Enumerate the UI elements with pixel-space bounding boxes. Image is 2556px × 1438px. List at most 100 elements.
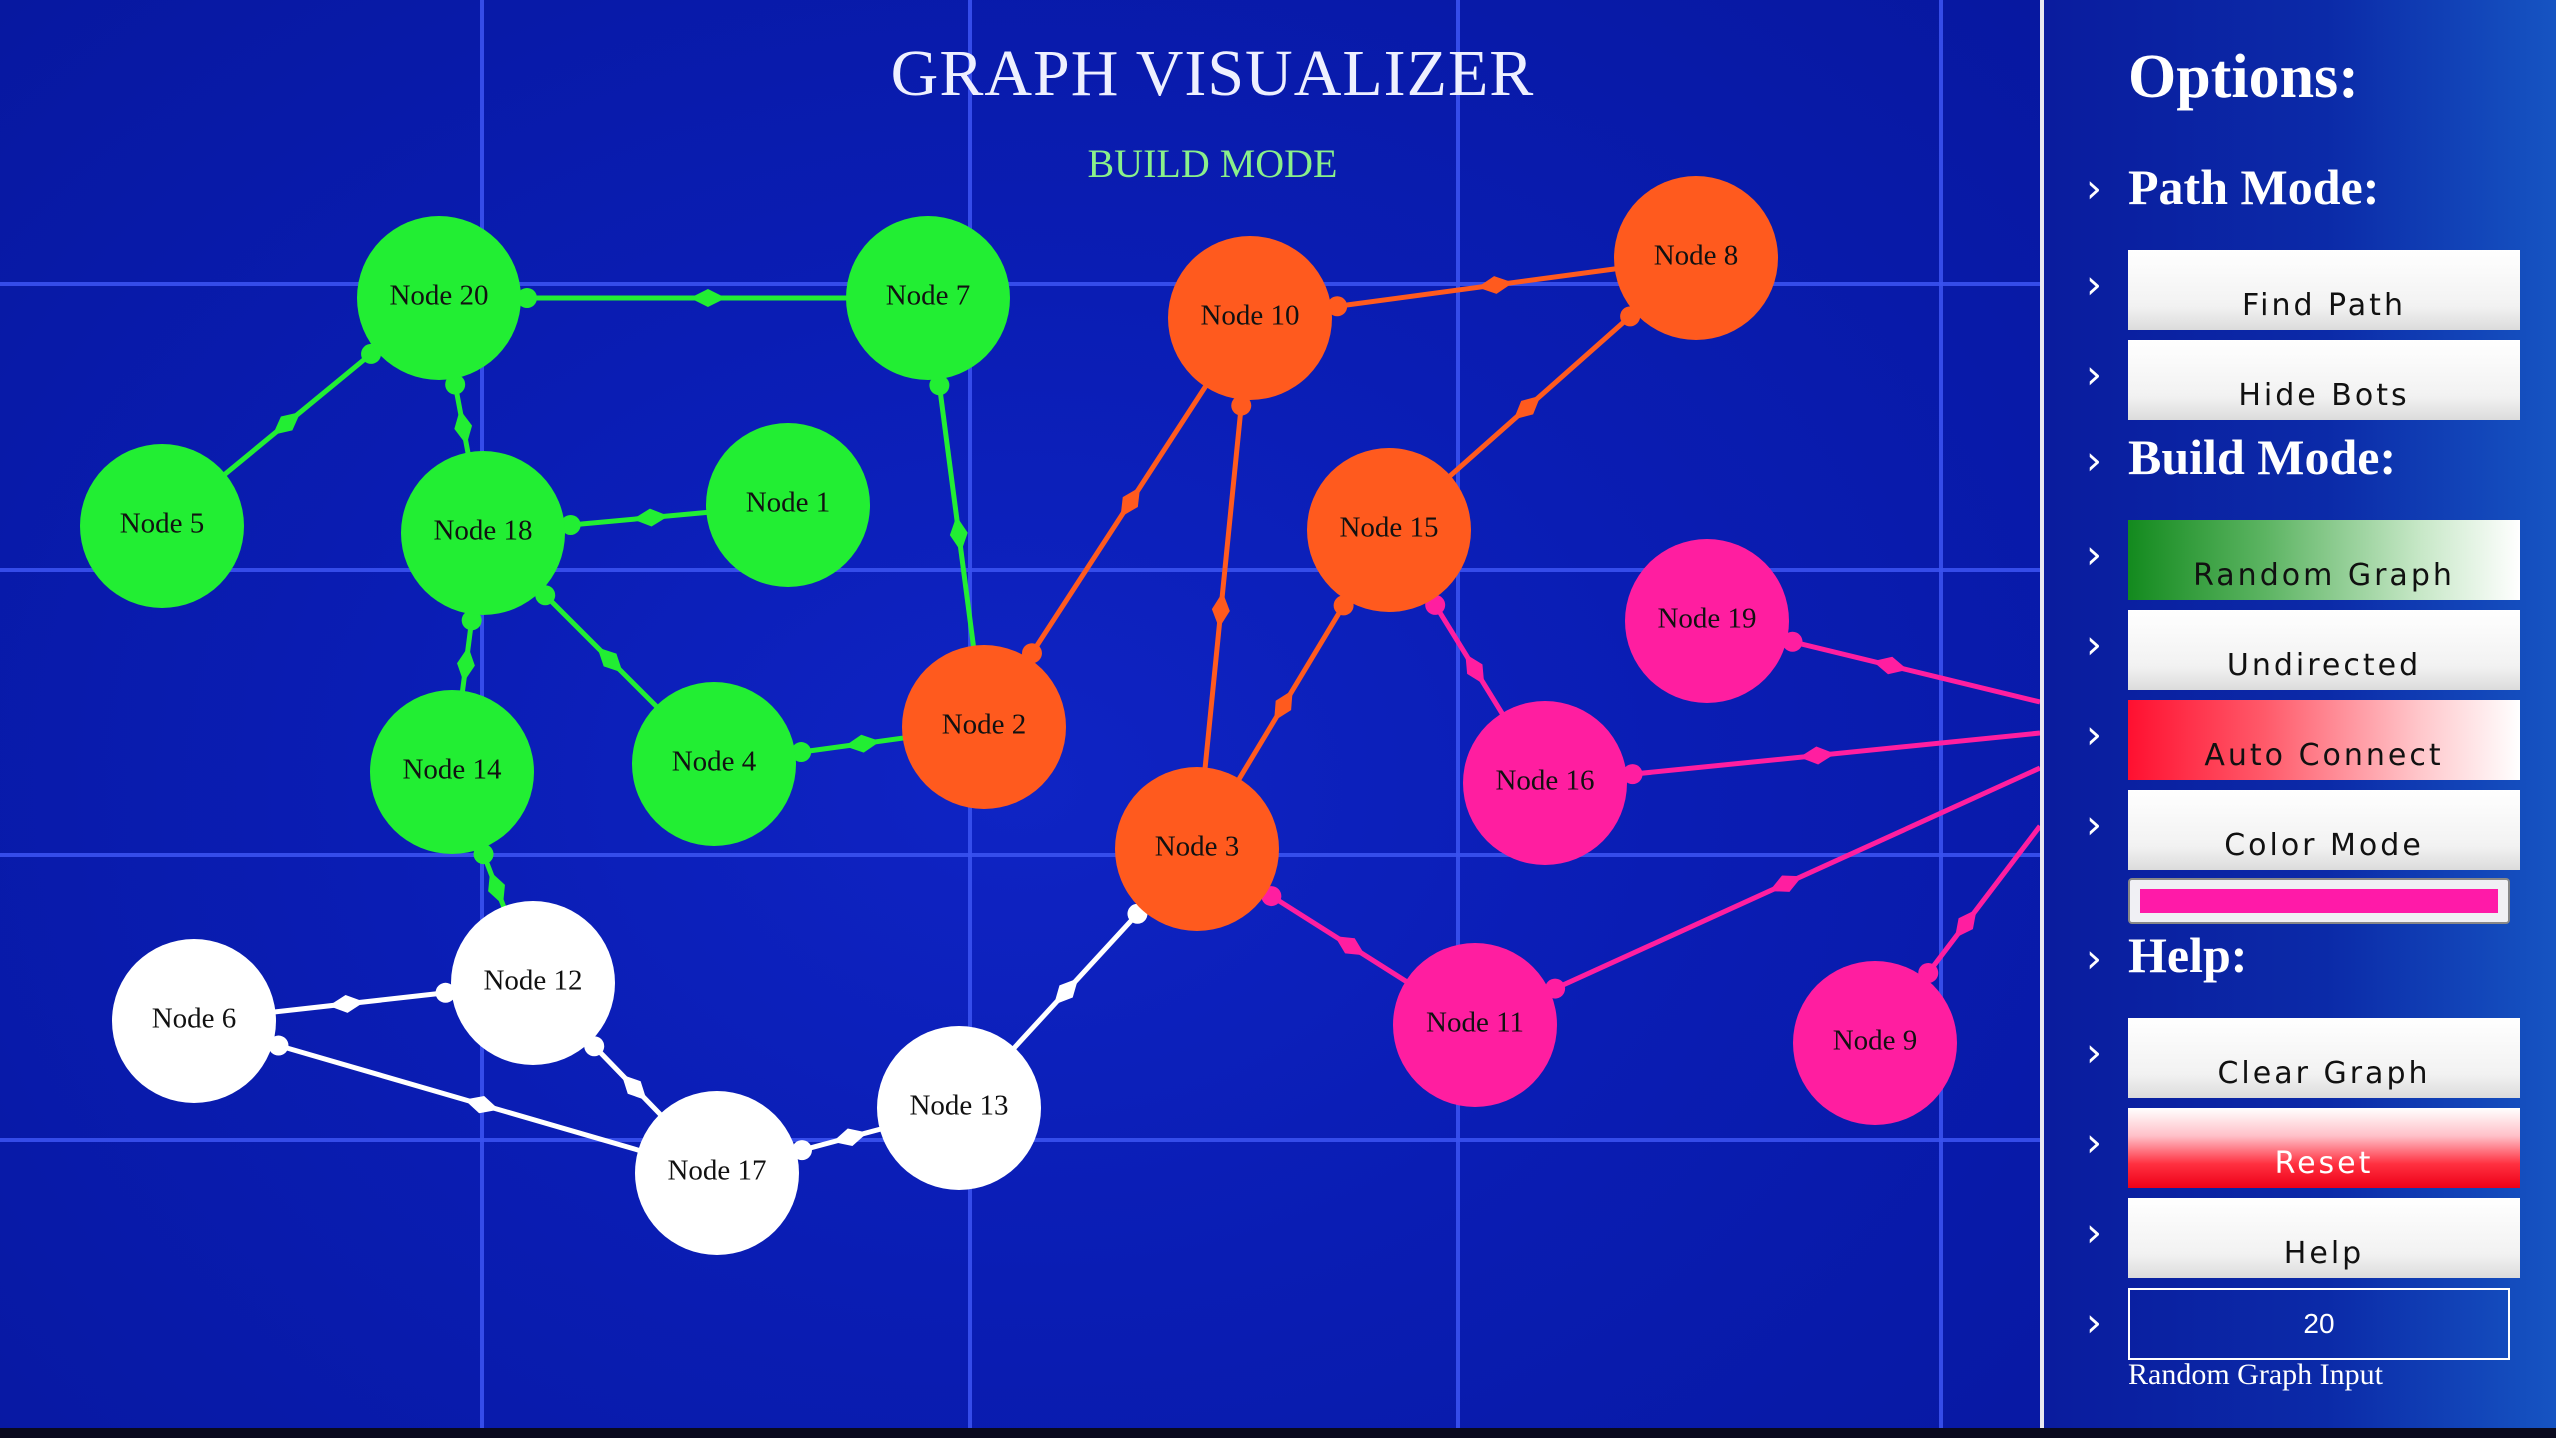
chevron-right-icon: › xyxy=(2086,532,2102,578)
node-label: Node 3 xyxy=(1155,831,1240,863)
random-graph-button[interactable]: Random Graph xyxy=(2128,520,2520,600)
graph-node[interactable]: Node 3 xyxy=(1115,767,1279,931)
edge-arrow-marker xyxy=(597,647,623,673)
node-circle[interactable] xyxy=(1115,767,1279,931)
edge-arrow-marker xyxy=(1465,653,1485,685)
node-circle[interactable] xyxy=(357,216,521,380)
node-label: Node 18 xyxy=(433,515,532,547)
node-label: Node 1 xyxy=(746,487,831,519)
edge-arrow-marker xyxy=(1120,486,1141,518)
graph-node[interactable]: Node 20 xyxy=(357,216,521,380)
chevron-right-icon: › xyxy=(2086,1030,2102,1076)
node-label: Node 19 xyxy=(1657,603,1756,635)
node-circle[interactable] xyxy=(1168,236,1332,400)
clear-graph-button[interactable]: Clear Graph xyxy=(2128,1018,2520,1098)
edge-16-offscreen xyxy=(1544,730,2040,786)
edge-arrow-marker xyxy=(1334,936,1366,956)
hide-bots-button[interactable]: Hide Bots xyxy=(2128,340,2520,420)
edge-arrow-marker xyxy=(949,516,968,552)
node-circle[interactable] xyxy=(1614,176,1778,340)
node-circle[interactable] xyxy=(635,1091,799,1255)
node-circle[interactable] xyxy=(401,451,565,615)
node-circle[interactable] xyxy=(1625,539,1789,703)
chevron-right-icon: › xyxy=(2086,1210,2102,1256)
graph-canvas[interactable]: Node 1 Node 2 Node 3 Node 4 Node 5 Node 6 Node… xyxy=(0,0,2040,1428)
color-picker[interactable] xyxy=(2128,878,2510,924)
node-label: Node 14 xyxy=(402,754,502,786)
chevron-right-icon: › xyxy=(2086,438,2102,484)
edge-arrow-marker xyxy=(1954,909,1977,938)
node-circle[interactable] xyxy=(1393,943,1557,1107)
chevron-right-icon: › xyxy=(2086,352,2102,398)
graph-node[interactable]: Node 9 xyxy=(1793,961,1957,1125)
node-label: Node 4 xyxy=(672,746,757,778)
graph-node[interactable]: Node 17 xyxy=(635,1091,799,1255)
node-label: Node 9 xyxy=(1833,1025,1918,1057)
edge-arrow-marker xyxy=(464,1095,499,1114)
graph-node[interactable]: Node 2 xyxy=(902,645,1066,809)
help-button[interactable]: Help xyxy=(2128,1198,2520,1278)
edge-arrow-marker xyxy=(488,871,505,905)
node-circle[interactable] xyxy=(632,682,796,846)
graph-node[interactable]: Node 6 xyxy=(112,939,276,1103)
build-mode-heading: Build Mode: xyxy=(2128,429,2397,485)
chevron-right-icon: › xyxy=(2086,1300,2102,1346)
graph-svg[interactable]: Node 1 Node 2 Node 3 Node 4 Node 5 Node 6 Node… xyxy=(0,0,2040,1428)
find-path-button[interactable]: Find Path xyxy=(2128,250,2520,330)
graph-node[interactable]: Node 19 xyxy=(1625,539,1789,703)
chevron-right-icon: › xyxy=(2086,262,2102,308)
node-circle[interactable] xyxy=(370,690,534,854)
graph-node[interactable]: Node 4 xyxy=(632,682,796,846)
edge-end-dot xyxy=(435,982,456,1003)
edge-end-dot xyxy=(1782,631,1803,652)
reset-button[interactable]: Reset xyxy=(2128,1108,2520,1188)
node-circle[interactable] xyxy=(706,423,870,587)
graph-node[interactable]: Node 18 xyxy=(401,451,565,615)
graph-node[interactable]: Node 12 xyxy=(451,901,615,1065)
edge-arrow-marker xyxy=(272,411,301,435)
edge-end-dot xyxy=(791,742,812,763)
node-label: Node 13 xyxy=(909,1090,1008,1122)
graph-node[interactable]: Node 13 xyxy=(877,1026,1041,1190)
graph-node[interactable]: Node 14 xyxy=(370,690,534,854)
graph-node[interactable]: Node 8 xyxy=(1614,176,1778,340)
node-circle[interactable] xyxy=(1463,701,1627,865)
graph-node[interactable]: Node 11 xyxy=(1393,943,1557,1107)
chevron-right-icon: › xyxy=(2086,622,2102,668)
graph-node[interactable]: Node 1 xyxy=(706,423,870,587)
edge-arrow-marker xyxy=(454,409,473,445)
graph-node[interactable]: Node 7 xyxy=(846,216,1010,380)
edge-end-dot xyxy=(560,514,581,535)
node-label: Node 5 xyxy=(120,508,205,540)
graph-node[interactable]: Node 15 xyxy=(1307,448,1471,612)
node-circle[interactable] xyxy=(112,939,276,1103)
random-graph-input[interactable] xyxy=(2128,1288,2510,1360)
node-circle[interactable] xyxy=(1307,448,1471,612)
node-circle[interactable] xyxy=(902,645,1066,809)
edge-arrow-marker xyxy=(632,508,669,527)
node-circle[interactable] xyxy=(80,444,244,608)
node-circle[interactable] xyxy=(877,1026,1041,1190)
undirected-button[interactable]: Undirected xyxy=(2128,610,2520,690)
node-circle[interactable] xyxy=(451,901,615,1065)
node-label: Node 11 xyxy=(1426,1007,1524,1039)
options-sidebar: Options: › Path Mode: › Find Path › Hide… xyxy=(2040,0,2556,1428)
graph-node[interactable]: Node 5 xyxy=(80,444,244,608)
selected-color-swatch xyxy=(2140,889,2498,913)
bottom-border xyxy=(0,1428,2556,1438)
graph-node[interactable]: Node 10 xyxy=(1168,236,1332,400)
graph-node[interactable]: Node 16 xyxy=(1463,701,1627,865)
node-label: Node 17 xyxy=(667,1155,766,1187)
node-label: Node 7 xyxy=(886,280,971,312)
chevron-right-icon: › xyxy=(2086,1120,2102,1166)
color-mode-button[interactable]: Color Mode xyxy=(2128,790,2520,870)
edge-end-dot xyxy=(929,375,950,396)
edge-10-3 xyxy=(1194,317,1253,850)
edge-arrow-marker xyxy=(832,1128,868,1146)
node-circle[interactable] xyxy=(846,216,1010,380)
node-circle[interactable] xyxy=(1793,961,1957,1125)
auto-connect-button[interactable]: Auto Connect xyxy=(2128,700,2520,780)
node-label: Node 6 xyxy=(152,1003,237,1035)
edge-arrow-marker xyxy=(1872,656,1908,675)
nodes[interactable]: Node 1 Node 2 Node 3 Node 4 Node 5 Node 6 Node… xyxy=(80,176,1957,1255)
